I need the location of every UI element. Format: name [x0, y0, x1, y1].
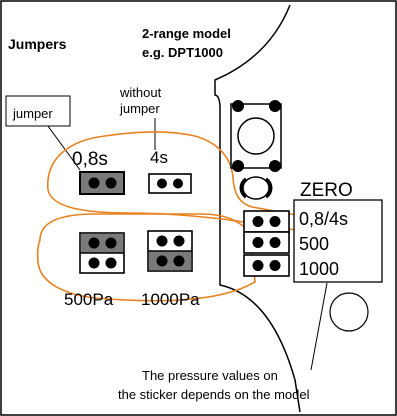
jumper-1000pa-pin-4	[173, 255, 185, 267]
zero-button-pin-2	[269, 100, 281, 112]
board-pin-6	[269, 260, 281, 271]
jumper-4s	[148, 173, 192, 194]
jumper-1000pa-pin-3	[156, 255, 168, 267]
sticker-row-1: 0,8/4s	[299, 209, 348, 229]
note-line-1: The pressure values on	[142, 368, 278, 383]
jumper-08s-pin-1	[88, 177, 100, 189]
jumper-leader	[47, 125, 81, 171]
board-jumper-row-3	[243, 254, 290, 277]
board-pin-5	[252, 260, 264, 271]
board-jumper-block	[243, 210, 290, 277]
jumper-08s-pin-2	[105, 177, 117, 189]
jumper-1000pa	[147, 230, 193, 272]
jumper-500pa-pin-2	[105, 237, 117, 249]
zero-button-pin-4	[269, 160, 281, 172]
board-pin-3	[252, 237, 264, 248]
zero-label: ZERO	[300, 180, 353, 201]
note-line-2: the sticker depends on the model	[118, 387, 310, 402]
zero-button-pin-1	[232, 100, 244, 112]
jumper-500pa	[79, 232, 125, 274]
indicator-led	[239, 176, 273, 200]
jumper-08s-body	[79, 171, 125, 195]
board-pin-1	[252, 216, 264, 227]
jumper-500pa-cap	[81, 234, 123, 253]
jumper-4s-pin-2	[173, 178, 183, 189]
without-jumper-label-1: without	[119, 85, 162, 100]
jumper-1000pa-cap	[149, 251, 191, 270]
jumper-500pa-pin-3	[88, 257, 100, 269]
zero-button-face	[237, 117, 275, 155]
pressure-1000-label: 1000Pa	[141, 290, 200, 309]
model-line-2: e.g. DPT1000	[142, 45, 223, 60]
jumper-1000pa-pin-2	[173, 235, 185, 247]
led-rim-left	[239, 177, 248, 199]
jumper-1000pa-pin-1	[156, 235, 168, 247]
model-line-1: 2-range model	[142, 26, 231, 41]
pressure-500-label: 500Pa	[64, 290, 114, 309]
jumper-500pa-pin-4	[105, 257, 117, 269]
jumper-4s-pin-1	[157, 178, 167, 189]
jumper-500pa-pin-1	[88, 237, 100, 249]
board-pin-4	[269, 237, 281, 248]
board-jumper-row-1	[243, 210, 290, 233]
sticker-row-3: 1000	[299, 259, 339, 279]
jumper-label-box	[5, 95, 71, 127]
without-jumper-label-2: jumper	[119, 101, 160, 116]
jumper-label: jumper	[12, 106, 53, 121]
board-edge	[214, 4, 301, 413]
board-jumper-row-2	[243, 231, 290, 254]
sticker-box	[293, 199, 383, 283]
jumpers-title: Jumpers	[8, 36, 67, 52]
jumper-4s-body	[148, 173, 192, 194]
sticker-row-2: 500	[299, 234, 329, 254]
board-pin-2	[269, 216, 281, 227]
zero-button	[230, 100, 282, 172]
note-leader	[310, 282, 328, 371]
zero-button-pin-3	[232, 160, 244, 172]
pressure-jumper-outline	[36, 213, 256, 302]
jumper-08s	[79, 171, 125, 195]
led-rim-right	[264, 177, 273, 199]
time-4s-label: 4s	[150, 148, 168, 167]
time-08s-label: 0,8s	[72, 149, 108, 170]
mounting-hole	[329, 292, 369, 332]
time-jumper-outline	[47, 131, 297, 231]
